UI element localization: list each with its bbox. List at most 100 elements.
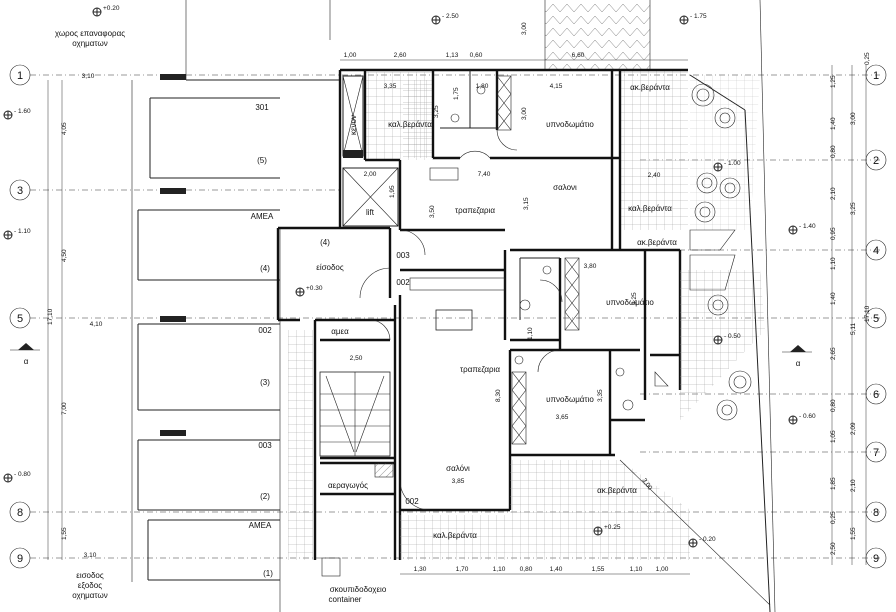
svg-text:οχηματων: οχηματων — [72, 591, 107, 600]
parking-return-label: χωρος επαναφορας — [55, 29, 125, 38]
level-marker: +0.30 — [295, 285, 323, 297]
svg-text:3,50: 3,50 — [429, 205, 436, 218]
svg-text:3,85: 3,85 — [452, 478, 465, 485]
covered-veranda-label: καλ.βεράντα — [388, 120, 432, 129]
svg-text:+0.25: +0.25 — [604, 524, 621, 531]
svg-text:3,25: 3,25 — [850, 202, 857, 215]
svg-text:5: 5 — [873, 313, 879, 325]
axis-bubble: 8 — [9, 501, 31, 523]
svg-text:2,50: 2,50 — [350, 355, 363, 362]
svg-text:4,05: 4,05 — [61, 122, 68, 135]
level-marker: - 0.80 — [3, 471, 31, 483]
amea-space-2-label: ΑΜΕΑ — [249, 521, 272, 530]
svg-text:3,80: 3,80 — [584, 263, 597, 270]
amea-space-label: ΑΜΕΑ — [251, 212, 274, 221]
svg-text:3,10: 3,10 — [84, 552, 97, 559]
parking-labels: χωρος επαναφορας οχηματων εισοδος εξοδος… — [55, 29, 274, 600]
svg-text:1,95: 1,95 — [389, 185, 396, 198]
dining-1-label: τραπεζαρια — [455, 206, 495, 215]
svg-text:6,60: 6,60 — [572, 52, 585, 59]
axis-bubble: 4 — [865, 239, 887, 261]
svg-text:1,55: 1,55 — [61, 527, 68, 540]
bedroom-2-label: υπνοδωμάτιο — [606, 298, 654, 307]
svg-text:8: 8 — [873, 507, 879, 519]
level-marker: +0.20 — [92, 5, 120, 17]
tree-icon — [696, 172, 718, 194]
svg-text:1,10: 1,10 — [830, 257, 837, 270]
svg-text:+0.20: +0.20 — [103, 5, 120, 12]
level-marker: - 1.75 — [679, 13, 707, 25]
svg-text:0,25: 0,25 — [830, 511, 837, 524]
space-301-label: 301 — [255, 103, 269, 112]
code-002b-label: 002 — [405, 497, 419, 506]
covered-veranda-3-label: καλ.βεράντα — [433, 531, 477, 540]
axis-bubble: 1 — [9, 64, 31, 86]
tree-icon — [707, 294, 729, 316]
svg-text:1: 1 — [873, 70, 879, 82]
axis-bubble: 9 — [9, 547, 31, 569]
tiled-areas — [288, 0, 776, 612]
svg-text:- 0.50: - 0.50 — [724, 333, 741, 340]
svg-text:2: 2 — [873, 155, 879, 167]
svg-text:1,80: 1,80 — [476, 83, 489, 90]
svg-text:8: 8 — [17, 507, 23, 519]
svg-text:1,85: 1,85 — [830, 477, 837, 490]
level-marker: - 1.00 — [713, 160, 741, 172]
axis-bubble: 2 — [865, 149, 887, 171]
amea-room-label: αμεα — [331, 327, 349, 336]
svg-text:1,30: 1,30 — [414, 566, 427, 573]
svg-text:α: α — [24, 357, 29, 366]
svg-text:4: 4 — [873, 245, 879, 257]
tree-icon — [714, 107, 736, 129]
svg-text:2,10: 2,10 — [850, 479, 857, 492]
svg-text:3,65: 3,65 — [556, 414, 569, 421]
level-marker: - 0.20 — [688, 536, 716, 548]
svg-text:5: 5 — [17, 313, 23, 325]
svg-text:0,80: 0,80 — [830, 145, 837, 158]
tree-icon — [691, 83, 715, 107]
space-1-label: (1) — [263, 569, 273, 578]
axis-bubble: 5 — [9, 307, 31, 329]
svg-text:3,00: 3,00 — [521, 107, 528, 120]
door-swings — [369, 129, 669, 511]
svg-text:2,60: 2,60 — [394, 52, 407, 59]
svg-text:3,35: 3,35 — [597, 389, 604, 402]
svg-text:3,10: 3,10 — [82, 73, 95, 80]
air-duct-label: αεραγωγός — [328, 481, 368, 490]
space-5-label: (5) — [257, 156, 267, 165]
svg-text:α: α — [796, 359, 801, 368]
svg-text:+0.30: +0.30 — [306, 285, 323, 292]
axis-bubble: 6 — [865, 383, 887, 405]
parking-entry-label: εισοδος — [76, 571, 104, 580]
svg-text:1,75: 1,75 — [453, 87, 460, 100]
svg-text:- 1.00: - 1.00 — [724, 160, 741, 167]
svg-text:2,65: 2,65 — [830, 347, 837, 360]
svg-text:0,80: 0,80 — [830, 399, 837, 412]
tree-icon — [728, 370, 752, 394]
code-002-label: 002 — [396, 278, 410, 287]
section-markers: α α — [10, 343, 812, 368]
svg-text:9: 9 — [17, 553, 23, 565]
svg-text:3,00: 3,00 — [850, 112, 857, 125]
svg-text:- 0.60: - 0.60 — [799, 413, 816, 420]
svg-text:0,25: 0,25 — [864, 52, 871, 65]
svg-text:3,25: 3,25 — [433, 105, 440, 118]
svg-text:3,00: 3,00 — [521, 22, 528, 35]
svg-text:6: 6 — [873, 389, 879, 401]
room-labels: κενον lift (4) είσοδος 003 002 αμεα αερα… — [316, 83, 677, 604]
svg-text:- 1.10: - 1.10 — [14, 228, 31, 235]
svg-text:0,95: 0,95 — [830, 227, 837, 240]
level-marker: - 0.60 — [788, 413, 816, 425]
trees — [691, 83, 752, 421]
left-dimensions: 4,05 4,50 7,00 1,55 17,10 3,10 4,10 3,10 — [47, 73, 103, 560]
svg-text:1,40: 1,40 — [830, 292, 837, 305]
svg-text:1,55: 1,55 — [850, 527, 857, 540]
inner-dimensions: 1,00 2,60 1,13 0,60 6,60 3,35 1,80 1,75 … — [340, 22, 688, 492]
axis-bubbles-left: 1 3 5 8 9 — [9, 64, 31, 569]
svg-text:4,50: 4,50 — [61, 249, 68, 262]
level-marker: - 1.40 — [788, 223, 816, 235]
svg-text:1,10: 1,10 — [630, 566, 643, 573]
svg-text:1,70: 1,70 — [456, 566, 469, 573]
svg-text:1,25: 1,25 — [830, 75, 837, 88]
